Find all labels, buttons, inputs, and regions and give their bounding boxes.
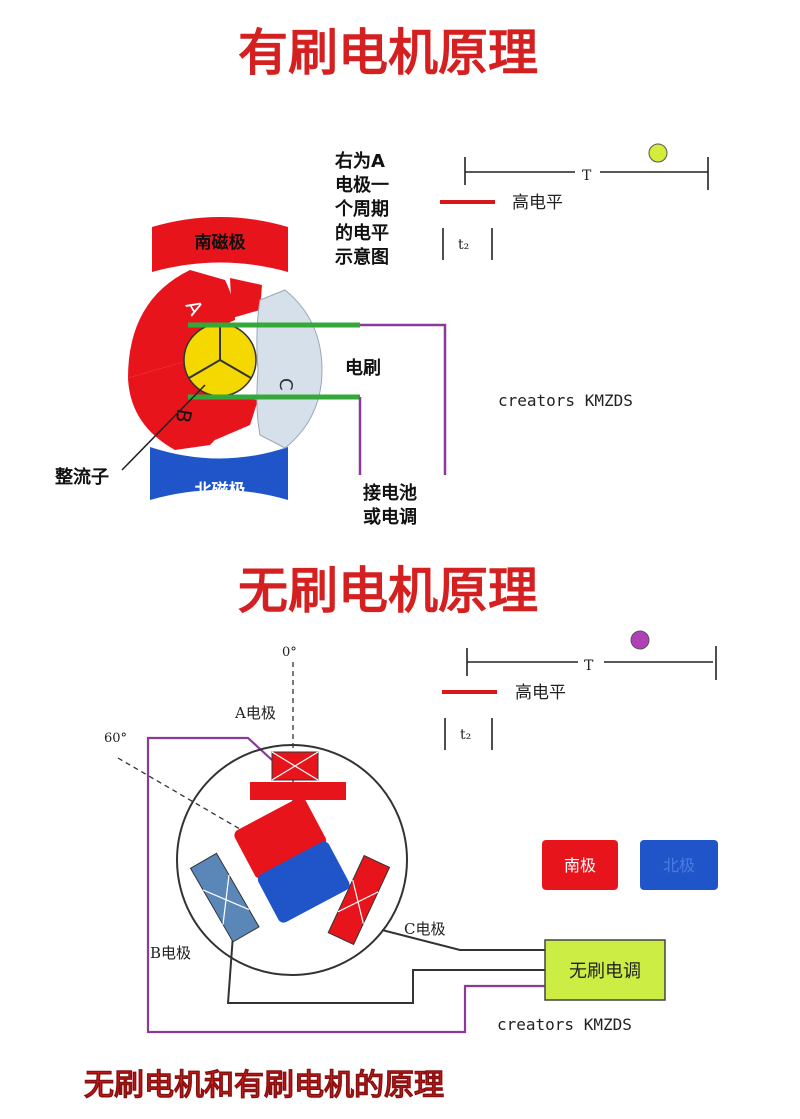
- brushless-high-level-label: 高电平: [515, 683, 566, 703]
- segment-c-label: C: [275, 378, 296, 391]
- legend-north-label: 北极: [663, 856, 695, 875]
- rotor-segment-a: [128, 270, 235, 378]
- angle-60-line: [117, 757, 294, 861]
- brushed-credit: creators KMZDS: [498, 391, 633, 410]
- south-magnet-label: 南磁极: [195, 232, 246, 253]
- coil-a: [250, 751, 346, 800]
- south-magnet: [152, 217, 288, 272]
- brushed-t2-label: t₂: [458, 237, 469, 253]
- rotor-magnet: [234, 797, 350, 923]
- commutator: [183, 323, 257, 397]
- north-magnet: [150, 447, 288, 500]
- brushed-description: 右为A 电极一 个周期 的电平 示意图: [334, 150, 389, 268]
- desc-line-4: 的电平: [335, 222, 389, 244]
- brushed-indicator-dot: [648, 143, 668, 163]
- rotor-segment-c: [256, 289, 323, 449]
- brushless-title: 无刷电机原理: [238, 562, 538, 620]
- brushless-waveform: [444, 646, 717, 750]
- desc-line-1: 右为A: [335, 150, 385, 172]
- legend-south-box: [542, 840, 618, 890]
- angle-60-label: 60°: [104, 731, 127, 746]
- brushless-t2-label: t₂: [460, 727, 471, 743]
- battery-label-2: 或电调: [363, 506, 417, 528]
- brushed-period-label: T: [582, 168, 592, 184]
- electrode-b-label: B电极: [150, 944, 191, 962]
- electrode-c-label: C电极: [404, 920, 445, 938]
- desc-line-5: 示意图: [335, 246, 389, 268]
- brushed-waveform: [442, 157, 709, 260]
- legend-south-label: 南极: [564, 856, 596, 875]
- angle-0-label: 0°: [282, 645, 297, 660]
- battery-label-1: 接电池: [363, 482, 417, 504]
- brushless-credit: creators KMZDS: [497, 1015, 632, 1034]
- brush-label: 电刷: [345, 357, 381, 379]
- brushed-high-level-label: 高电平: [512, 193, 563, 213]
- brushless-period-label: T: [584, 658, 594, 674]
- coil-b: [189, 852, 260, 943]
- desc-line-2: 电极一: [335, 174, 389, 196]
- coil-c: [327, 854, 391, 946]
- legend-north-box: [640, 840, 718, 890]
- esc-label: 无刷电调: [569, 961, 641, 982]
- wire-b-loop: [226, 934, 545, 1004]
- rotor-segment-b: [128, 360, 240, 450]
- electrode-a-label: A电极: [234, 704, 276, 722]
- wire-c-loop: [381, 929, 545, 951]
- rotor-segment-b-tip: [215, 398, 258, 440]
- commutator-label: 整流子: [54, 466, 109, 488]
- brushed-title: 有刷电机原理: [238, 24, 538, 82]
- wire-top: [360, 323, 447, 475]
- stator-circle: [176, 744, 408, 976]
- brushless-indicator-dot: [630, 630, 650, 650]
- commutator-leader: [121, 384, 206, 471]
- rotor-segment-a-tip: [230, 278, 262, 318]
- desc-line-3: 个周期: [334, 198, 389, 220]
- segment-b-label: B: [171, 407, 197, 425]
- north-magnet-label: 北磁极: [195, 480, 246, 501]
- wire-a-loop: [146, 736, 545, 1034]
- esc-box: [544, 939, 666, 1001]
- footer-caption: 无刷电机和有刷电机的原理: [84, 1068, 444, 1103]
